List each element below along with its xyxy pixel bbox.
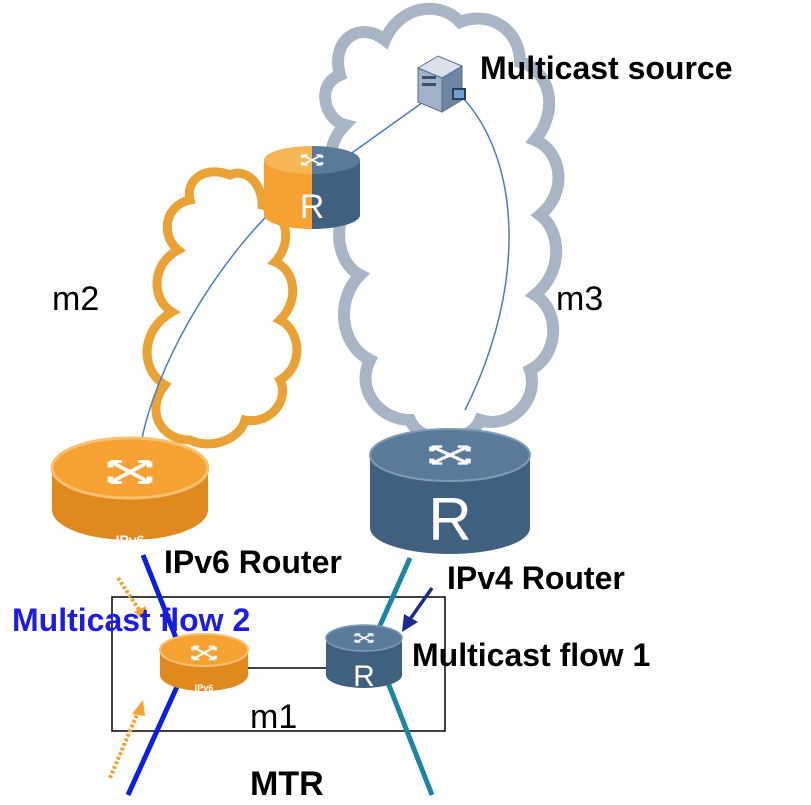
mtr-label: MTR	[250, 765, 324, 803]
ipv4-router-icon: R	[369, 428, 531, 554]
router-r-glyph: R	[300, 188, 325, 226]
multicast-source-label: Multicast source	[480, 50, 733, 86]
flow-line-ipv4-top	[375, 556, 413, 632]
ipv4-router-label: IPv4 Router	[447, 560, 625, 596]
flow-2-arrow-bottom	[108, 700, 145, 779]
multicast-flow-1-label: Multicast flow 1	[412, 637, 650, 673]
cloud-m2	[142, 167, 302, 449]
multicast-flow-2-label: Multicast flow 2	[12, 602, 250, 638]
mtr-box	[111, 596, 446, 732]
flow-2-arrow-top	[116, 576, 146, 622]
router-r-glyph: R	[428, 486, 471, 553]
flow-line-ipv4-bottom	[382, 674, 435, 796]
ipv6-small-router-icon: IPv6	[159, 633, 249, 693]
m3-label: m3	[556, 280, 603, 318]
ipv4-small-router-icon: R	[325, 624, 403, 693]
router-icon: R	[264, 146, 360, 229]
m2-label: m2	[52, 280, 99, 318]
ipv6-badge: IPv6	[116, 532, 145, 548]
ipv6-router-icon: IPv6	[50, 436, 210, 548]
flow-1-arrow	[402, 586, 434, 632]
ipv6-small-badge: IPv6	[195, 683, 214, 693]
m1-label: m1	[250, 698, 297, 736]
link-source-to-ipv4	[454, 89, 510, 411]
ipv6-router-label: IPv6 Router	[164, 544, 342, 580]
flow-line-ipv6-bottom	[125, 678, 183, 797]
server-icon	[416, 55, 466, 113]
router-r-glyph: R	[353, 660, 375, 693]
flow-line-ipv6-top	[140, 554, 183, 649]
